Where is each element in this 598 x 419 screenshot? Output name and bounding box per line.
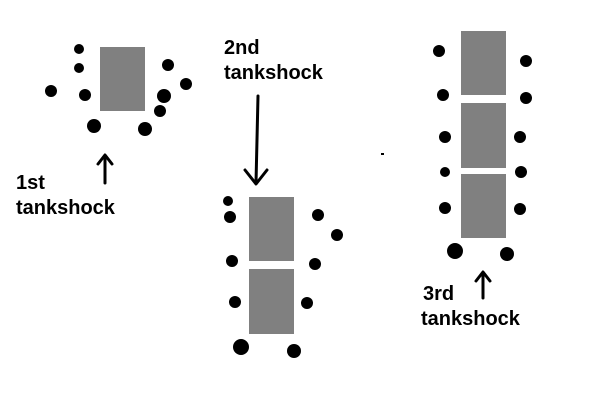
enemy-model bbox=[287, 344, 301, 358]
enemy-model bbox=[233, 339, 249, 355]
arrow-up-1 bbox=[96, 153, 114, 185]
arrow-up-3 bbox=[474, 270, 492, 300]
tankshock-2-group bbox=[223, 94, 343, 358]
first-tankshock-label-line1: 1st bbox=[16, 172, 45, 194]
tankshock-3-group bbox=[433, 31, 532, 300]
enemy-squad-2 bbox=[223, 196, 343, 358]
enemy-model bbox=[440, 167, 450, 177]
arrow-down-2 bbox=[243, 94, 269, 186]
enemy-model bbox=[45, 85, 57, 97]
enemy-model bbox=[223, 196, 233, 206]
enemy-model bbox=[154, 105, 166, 117]
tank-3a bbox=[461, 31, 506, 95]
enemy-model bbox=[87, 119, 101, 133]
enemy-squad-1 bbox=[45, 44, 192, 136]
first-tankshock-label: 1st tankshock bbox=[16, 171, 115, 221]
enemy-model bbox=[437, 89, 449, 101]
enemy-model bbox=[439, 202, 451, 214]
enemy-model bbox=[224, 211, 236, 223]
enemy-model bbox=[520, 92, 532, 104]
enemy-model bbox=[514, 131, 526, 143]
enemy-model bbox=[157, 89, 171, 103]
enemy-model bbox=[439, 131, 451, 143]
enemy-model bbox=[515, 166, 527, 178]
tankshock-1-group bbox=[45, 44, 192, 185]
tank-1 bbox=[100, 47, 145, 111]
enemy-model bbox=[226, 255, 238, 267]
enemy-model bbox=[74, 63, 84, 73]
enemy-model bbox=[500, 247, 514, 261]
enemy-model bbox=[312, 209, 324, 221]
second-tankshock-label-line2: tankshock bbox=[224, 62, 323, 84]
second-tankshock-label: 2nd tankshock bbox=[224, 36, 323, 86]
enemy-model bbox=[520, 55, 532, 67]
enemy-model bbox=[433, 45, 445, 57]
enemy-squad-3 bbox=[433, 45, 532, 261]
second-tankshock-label-line1: 2nd bbox=[224, 37, 260, 59]
stray-dot bbox=[381, 153, 384, 155]
first-tankshock-label-line2: tankshock bbox=[16, 197, 115, 219]
third-tankshock-label-line2: tankshock bbox=[421, 308, 520, 330]
enemy-model bbox=[79, 89, 91, 101]
enemy-model bbox=[331, 229, 343, 241]
enemy-model bbox=[162, 59, 174, 71]
enemy-model bbox=[301, 297, 313, 309]
third-tankshock-label: 3rd tankshock bbox=[421, 282, 520, 332]
third-tankshock-label-line1: 3rd bbox=[423, 283, 455, 305]
enemy-model bbox=[74, 44, 84, 54]
tank-3b bbox=[461, 103, 506, 168]
enemy-model bbox=[309, 258, 321, 270]
enemy-model bbox=[229, 296, 241, 308]
tank-3c bbox=[461, 174, 506, 238]
enemy-model bbox=[180, 78, 192, 90]
enemy-model bbox=[447, 243, 463, 259]
enemy-model bbox=[138, 122, 152, 136]
enemy-model bbox=[514, 203, 526, 215]
tank-2b bbox=[249, 269, 294, 334]
tank-2a bbox=[249, 197, 294, 261]
